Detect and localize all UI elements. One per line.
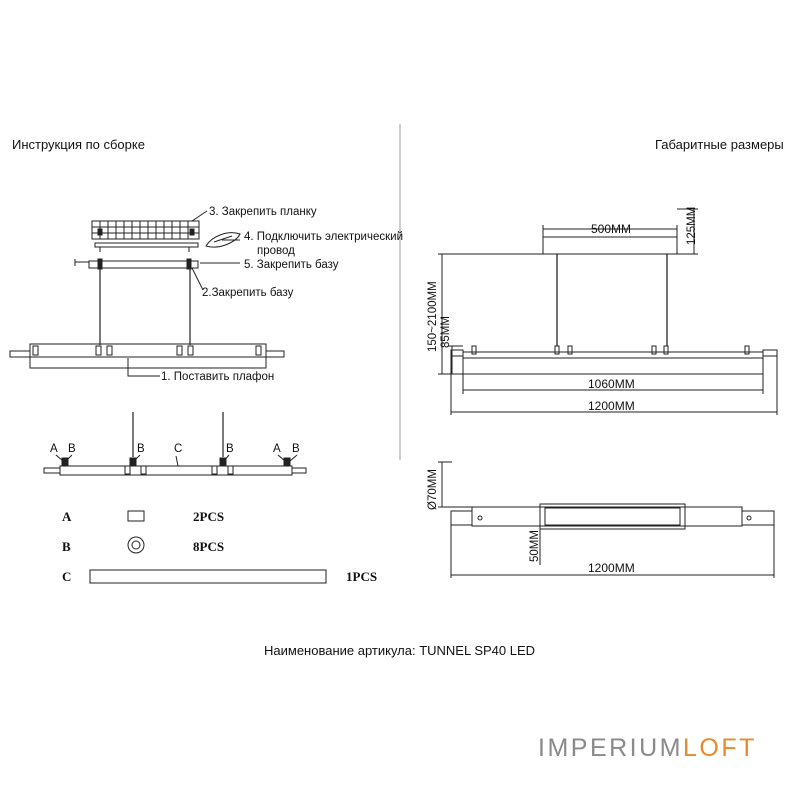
step-4-label-cont: провод — [257, 245, 295, 257]
part-letter-b: B — [137, 443, 145, 455]
part-a-icon — [127, 510, 145, 522]
side-total-length-dim: 1200MM — [588, 561, 635, 575]
parts-list-letter: B — [62, 539, 71, 554]
parts-diagram — [43, 412, 307, 476]
suspension-length-dim: 150~2100MM — [427, 281, 439, 352]
part-letter-b: B — [68, 443, 76, 455]
part-letter-b: B — [226, 443, 234, 455]
part-b-outer-icon — [127, 536, 145, 554]
brand-logo: IMPERIUMLOFT — [538, 734, 757, 763]
brand-name-part2: LOFT — [683, 734, 757, 762]
total-length-dim: 1200MM — [588, 399, 635, 413]
wire-connector — [205, 232, 241, 248]
parts-list-letter: C — [62, 569, 72, 584]
ceiling-plate — [91, 220, 200, 240]
inner-length-dim: 1060MM — [588, 377, 635, 391]
part-letter-c: C — [174, 443, 183, 455]
fixture-body — [9, 343, 285, 369]
step-1-label: 1. Поставить плафон — [161, 371, 275, 383]
part-b-inner-icon — [131, 540, 141, 550]
assembly-header: Инструкция по сборке — [12, 137, 145, 152]
step-2-label: 2.Закрепить базу — [202, 287, 294, 299]
parts-list-qty: 2PCS — [193, 509, 225, 524]
side-height-dim: 50MM — [529, 530, 541, 562]
step-5-label: 5. Закрепить базу — [244, 259, 339, 271]
part-letter-b: B — [292, 443, 300, 455]
step-4-label: 4. Подключить электрический — [244, 231, 404, 243]
body-height-dim: 85MM — [440, 316, 452, 348]
brand-name-part1: IMPERIUM — [538, 734, 683, 762]
article-name: Наименование артикула: TUNNEL SP40 LED — [264, 643, 536, 658]
dimensions-header: Габаритные размеры — [655, 137, 784, 152]
mounting-bar — [94, 242, 199, 248]
parts-list-qty: 8PCS — [193, 539, 225, 554]
diameter-dim: Ø70MM — [427, 469, 439, 510]
part-c-icon — [89, 569, 327, 584]
canopy-height-dim: 125MM — [686, 206, 698, 245]
base — [88, 260, 199, 269]
part-letter-a: A — [50, 443, 58, 455]
parts-list-qty: 1PCS — [346, 569, 378, 584]
dimension-drawing-top — [438, 208, 778, 415]
canopy-width-dim: 500MM — [591, 222, 632, 236]
parts-list-letter: A — [62, 509, 72, 524]
dimension-drawing-side — [438, 461, 775, 578]
step-3-label: 3. Закрепить планку — [209, 206, 317, 218]
part-letter-a: A — [273, 443, 281, 455]
